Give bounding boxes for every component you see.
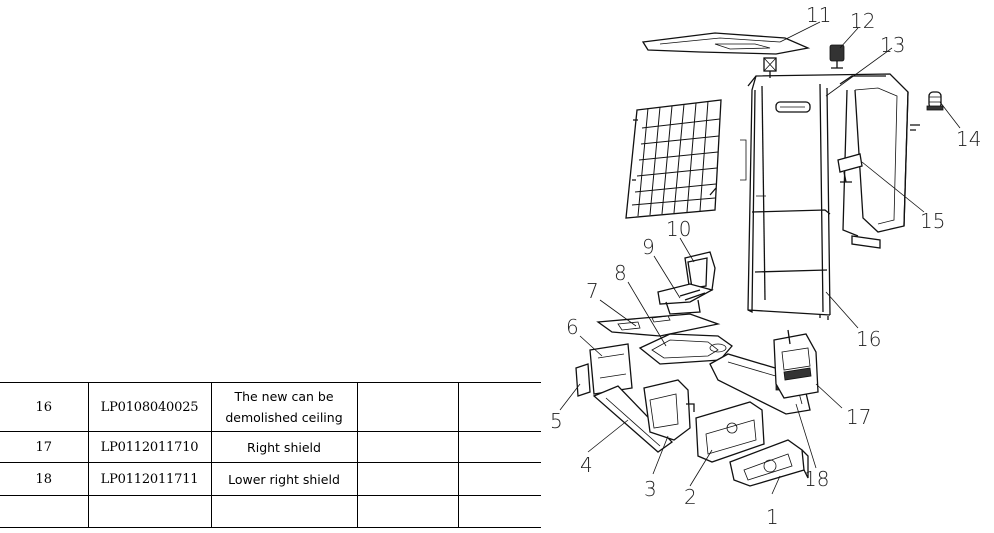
callout-5: 5 [550,409,563,433]
row-number [0,495,89,528]
table-row [0,495,541,528]
callout-16: 16 [856,327,881,351]
part-name-line: demolished ceiling [225,410,343,425]
table-row: 16 LP0108040025 The new can be demolishe… [0,382,541,432]
parts-table: 16 LP0108040025 The new can be demolishe… [0,382,541,528]
monitor-part [837,153,863,183]
roof-panel-part [641,32,811,55]
seat-part [657,251,716,315]
bracket-part [575,363,591,397]
row-number: 18 [0,462,89,496]
front-lamp-part [763,57,777,78]
callout-7: 7 [586,279,599,303]
callout-8: 8 [614,261,627,285]
row-number: 16 [0,382,89,432]
front-lower-panel-part [695,401,765,463]
row-number: 17 [0,431,89,463]
exploded-view-svg: 1 2 3 4 5 6 7 8 9 10 11 12 13 14 15 16 1… [550,3,981,529]
callout-6: 6 [566,315,579,339]
part-name: Right shield [210,431,358,463]
callout-18: 18 [804,467,829,491]
empty-cell [356,382,459,432]
right-shield-part [773,329,819,399]
callout-10: 10 [666,217,691,241]
part-name: The new can be demolished ceiling [210,382,358,432]
right-lower-console-part [729,439,809,487]
callout-2: 2 [684,485,697,509]
cab-frame-part [740,73,920,320]
part-name-line: The new can be [234,389,334,404]
callout-14: 14 [956,127,981,151]
work-lamp-part [829,44,845,69]
table-row: 17 LP0112011710 Right shield [0,431,541,463]
leader-lines [559,21,961,495]
part-code [87,495,212,528]
lower-left-shield-part [592,385,673,453]
part-name [210,495,358,528]
callout-4: 4 [580,453,593,477]
callouts: 1 2 3 4 5 6 7 8 9 10 11 12 13 14 15 16 1… [550,3,981,529]
callout-3: 3 [644,477,657,501]
empty-cell [356,495,459,528]
part-name: Lower right shield [210,462,358,496]
empty-cell [457,431,541,463]
callout-9: 9 [642,235,655,259]
callout-17: 17 [846,405,871,429]
part-code: LP0112011710 [87,431,212,463]
callout-12: 12 [850,9,875,33]
empty-cell [457,495,541,528]
callout-15: 15 [920,209,945,233]
empty-cell [356,462,459,496]
beacon-part [926,91,944,111]
empty-cell [457,462,541,496]
front-guard-grid-part [625,99,722,219]
callout-1: 1 [766,505,779,529]
empty-cell [356,431,459,463]
empty-cell [457,382,541,432]
left-side-panel-part [589,343,633,395]
callout-11: 11 [806,3,831,27]
callout-13: 13 [880,33,905,57]
left-console-shield-part [643,379,695,441]
part-code: LP0108040025 [87,382,212,432]
cab-exploded-drawing: 1 2 3 4 5 6 7 8 9 10 11 12 13 14 15 16 1… [540,0,994,533]
table-row: 18 LP0112011711 Lower right shield [0,462,541,496]
part-code: LP0112011711 [87,462,212,496]
